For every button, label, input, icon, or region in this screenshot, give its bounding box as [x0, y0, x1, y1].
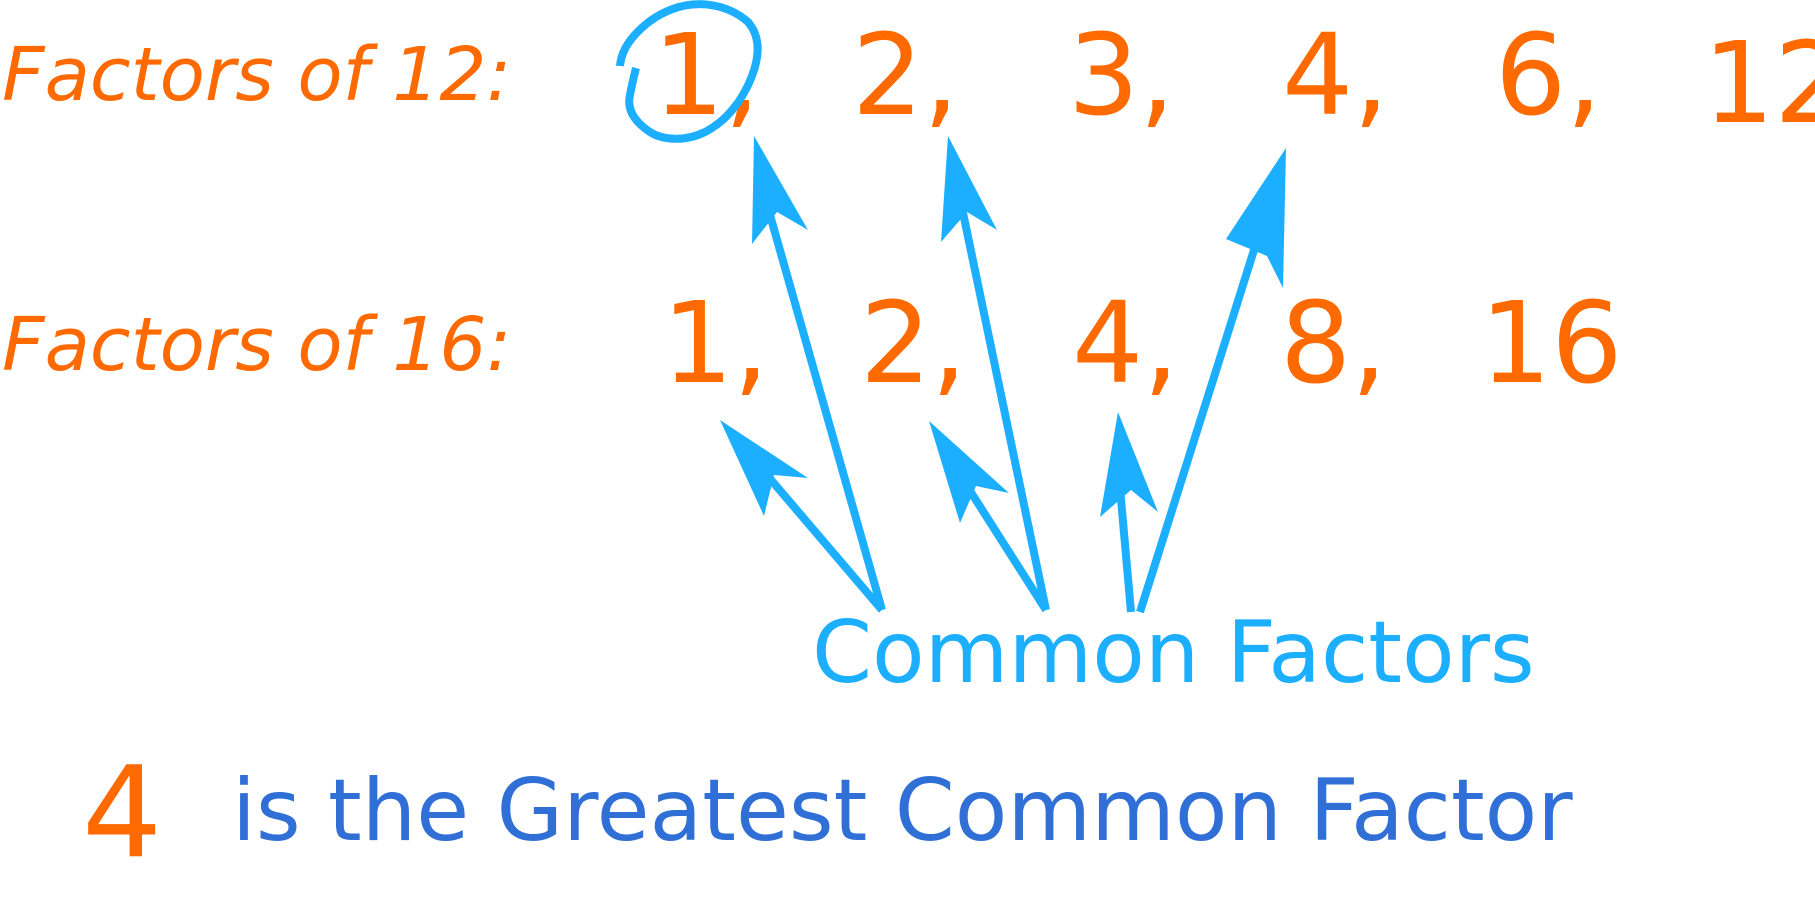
factor-16-item-2: 2, [860, 279, 967, 409]
factor-12-item-12: 12 [1703, 19, 1815, 149]
factor-12-item-4: 4, [1282, 11, 1389, 141]
arrowhead-16-1 [720, 420, 808, 516]
factors-of-12-label: Factors of 12: [2, 32, 512, 118]
arrow-shaft-16-4 [1116, 487, 1135, 613]
arrow-shaft-16-2 [954, 469, 1050, 613]
factor-16-item-1: 1, [662, 279, 769, 409]
factor-12-item-2: 2, [852, 11, 959, 141]
common-factors-label: Common Factors [812, 603, 1535, 703]
arrowhead-12-4 [1226, 148, 1286, 288]
arrowhead-16-2 [929, 421, 1009, 523]
arrow-shaft-12-2 [958, 207, 1050, 611]
arrowhead-12-1 [752, 136, 808, 244]
factor-16-item-4: 4, [1072, 279, 1179, 409]
gcf-number: 4 [82, 739, 163, 886]
arrow-shaft-16-1 [762, 471, 886, 613]
factor-12-item-6: 6, [1495, 11, 1602, 141]
arrowhead-12-2 [941, 136, 997, 242]
factors-of-16-label: Factors of 16: [2, 302, 512, 388]
factor-16-item-8: 8, [1280, 279, 1387, 409]
factor-12-item-3: 3, [1068, 11, 1175, 141]
arrowhead-16-4 [1100, 412, 1158, 517]
gcf-statement: is the Greatest Common Factor [232, 761, 1573, 861]
arrow-shaft-12-1 [764, 206, 886, 612]
arrow-shaft-12-4 [1136, 210, 1270, 614]
factor-12-item-1: 1, [653, 11, 760, 141]
factor-16-item-16: 16 [1480, 279, 1623, 409]
